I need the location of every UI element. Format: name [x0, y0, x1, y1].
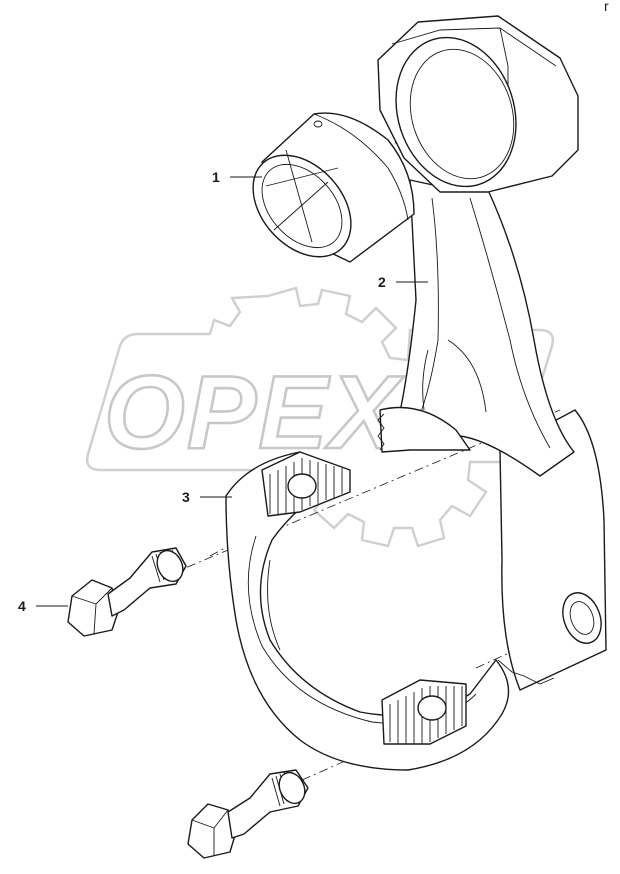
- corner-mark: r: [604, 0, 609, 14]
- connecting-rod-bolt-lower: [187, 769, 309, 859]
- connecting-rod-bolt-upper: [67, 547, 187, 637]
- callout-2: 2: [378, 274, 428, 290]
- watermark-logo: OPEX: [86, 286, 554, 548]
- callout-1: 1: [212, 169, 262, 185]
- callout-3: 3: [182, 489, 232, 505]
- watermark-text: OPEX: [104, 355, 405, 471]
- rod-cap: [225, 451, 510, 771]
- callout-label-3: 3: [182, 489, 190, 505]
- callout-4: 4: [18, 598, 68, 614]
- callout-label-2: 2: [378, 274, 386, 290]
- small-end-bushing: [252, 112, 415, 263]
- connecting-rod: [377, 15, 607, 691]
- callout-label-4: 4: [18, 598, 26, 614]
- callout-label-1: 1: [212, 169, 220, 185]
